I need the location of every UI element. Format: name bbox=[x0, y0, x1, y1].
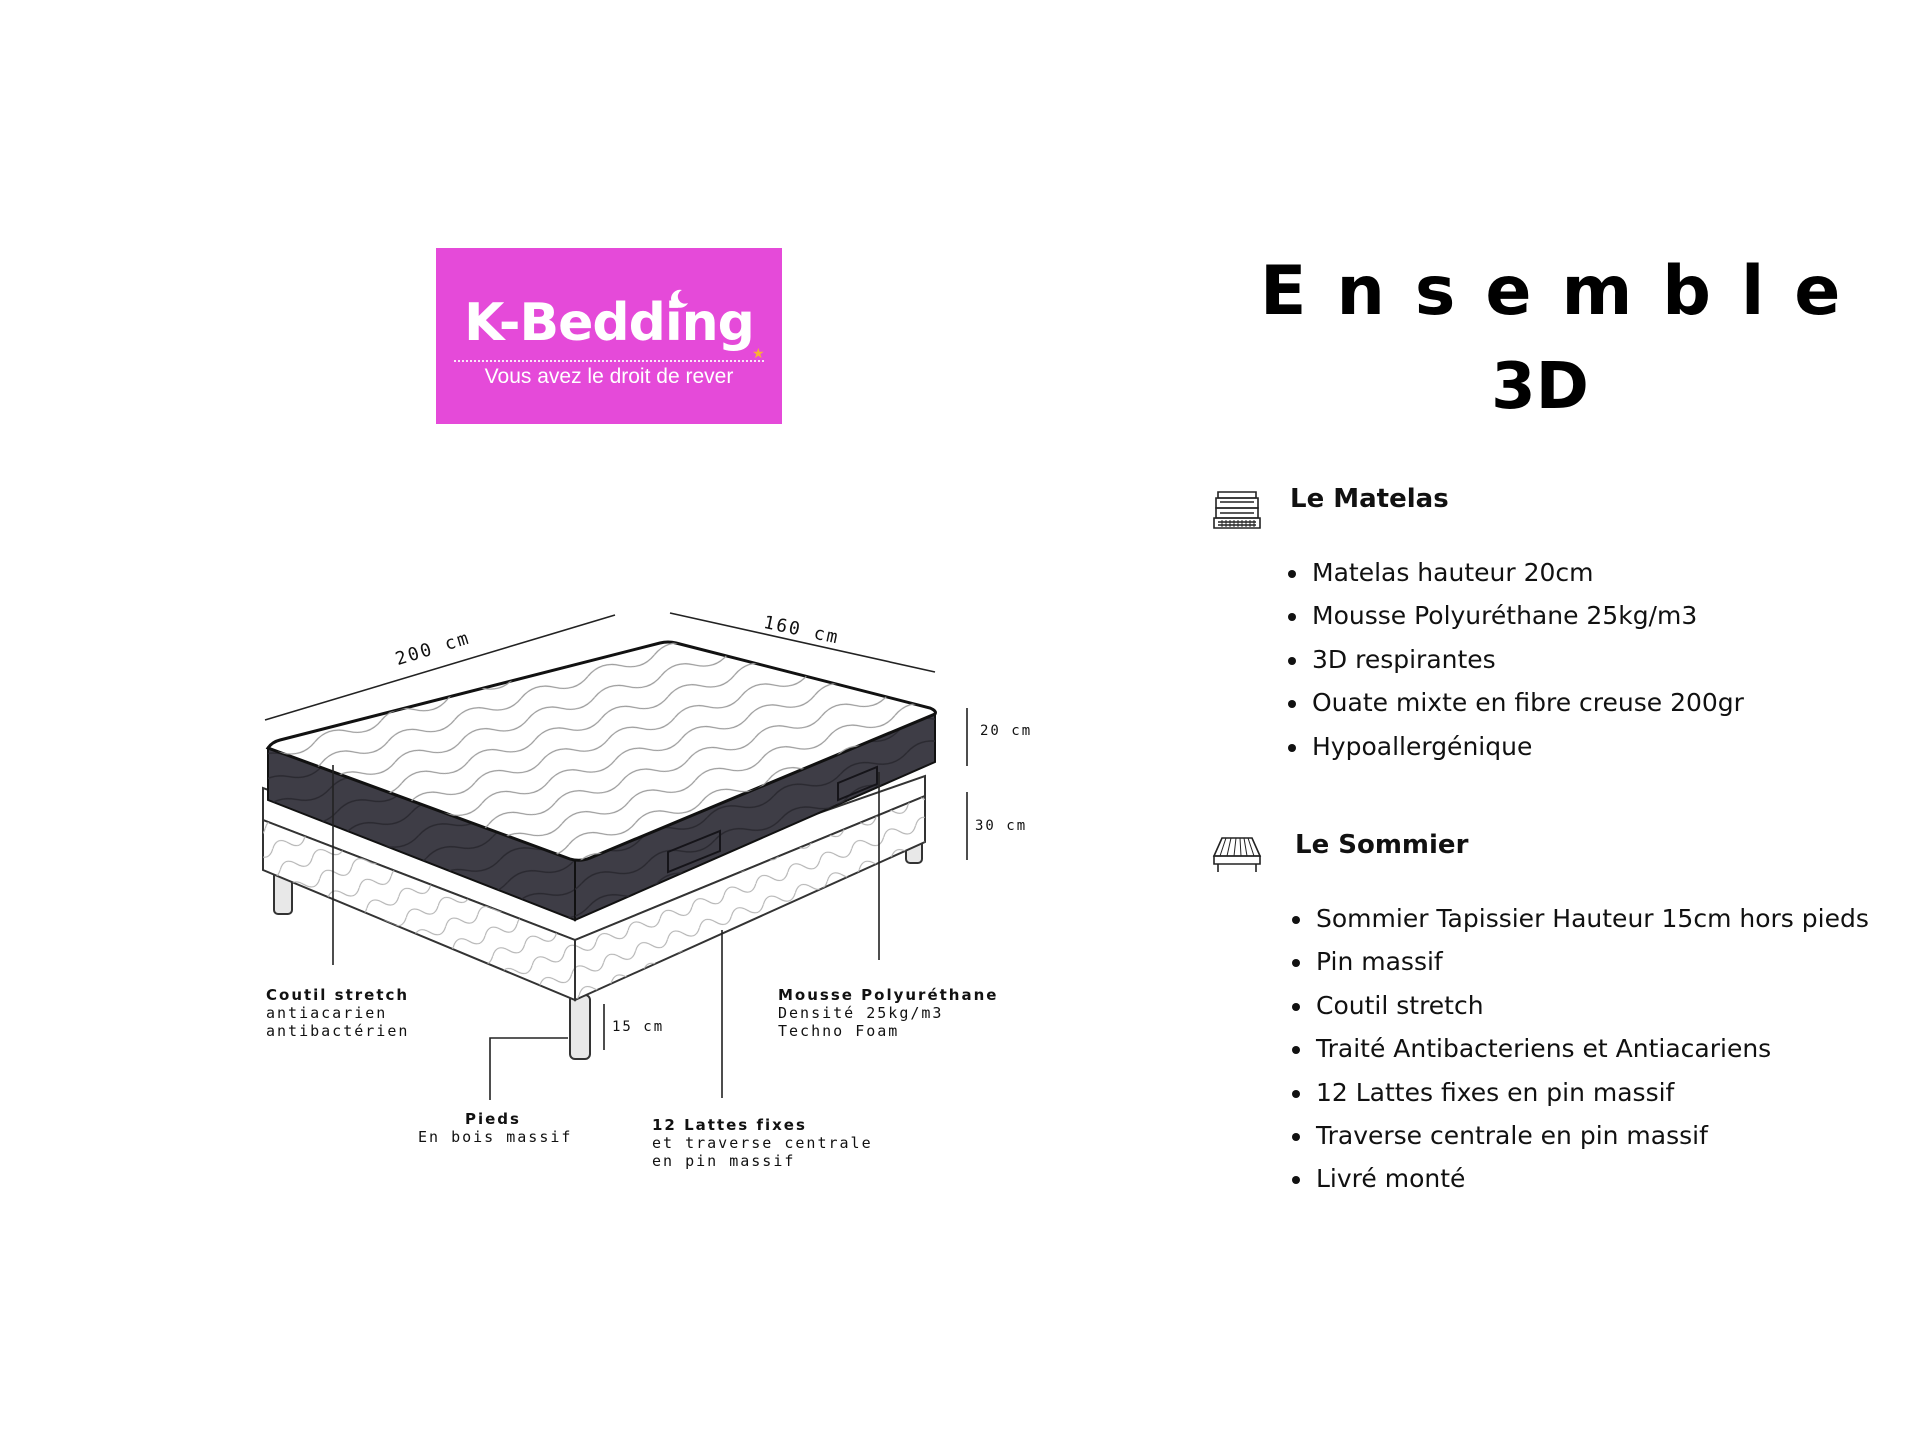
list-item: Livré monté bbox=[1292, 1157, 1869, 1200]
brand-logo: K-Bedding ★ Vous avez le droit de rever bbox=[436, 248, 782, 424]
callout-mousse-title: Mousse Polyuréthane bbox=[778, 986, 999, 1004]
callout-pieds: Pieds En bois massif bbox=[418, 1110, 570, 1146]
mattress-icon bbox=[1213, 491, 1261, 529]
list-item: Traverse centrale en pin massif bbox=[1292, 1114, 1869, 1157]
list-item: Sommier Tapissier Hauteur 15cm hors pied… bbox=[1292, 897, 1869, 940]
moon-icon bbox=[671, 289, 688, 308]
callout-lattes-line2: en pin massif bbox=[652, 1152, 796, 1170]
sommier-section-title: Le Sommier bbox=[1295, 830, 1469, 860]
list-item: Pin massif bbox=[1292, 940, 1869, 983]
list-item: 3D respirantes bbox=[1288, 638, 1744, 681]
list-item: Hypoallergénique bbox=[1288, 725, 1744, 768]
logo-tagline: Vous avez le droit de rever bbox=[484, 365, 734, 388]
bed-base-icon bbox=[1212, 837, 1262, 872]
dimension-lines bbox=[264, 612, 968, 1050]
dim-feet-height: 15 cm bbox=[612, 1019, 665, 1035]
dim-base-height: 30 cm bbox=[975, 818, 1028, 834]
list-item: Coutil stretch bbox=[1292, 984, 1869, 1027]
list-item: Ouate mixte en fibre creuse 200gr bbox=[1288, 681, 1744, 724]
callout-mousse-line2: Techno Foam bbox=[778, 1022, 900, 1040]
dim-mattress-height: 20 cm bbox=[980, 723, 1033, 739]
callout-coutil-title: Coutil stretch bbox=[266, 986, 410, 1004]
callout-lattes-line1: et traverse centrale bbox=[652, 1134, 873, 1152]
sommier-spec-list: Sommier Tapissier Hauteur 15cm hors pied… bbox=[1292, 897, 1869, 1201]
callout-pieds-line1: En bois massif bbox=[418, 1128, 573, 1146]
mattress bbox=[265, 640, 937, 922]
list-item: Mousse Polyuréthane 25kg/m3 bbox=[1288, 594, 1744, 637]
callout-coutil-line2: antibactérien bbox=[266, 1022, 410, 1040]
matelas-section-title: Le Matelas bbox=[1290, 484, 1449, 514]
callout-mousse-line1: Densité 25kg/m3 bbox=[778, 1004, 944, 1022]
list-item: 12 Lattes fixes en pin massif bbox=[1292, 1071, 1869, 1114]
logo-divider bbox=[454, 360, 764, 362]
callout-coutil: Coutil stretch antiacarien antibactérien bbox=[266, 986, 409, 1040]
callout-coutil-line1: antiacarien bbox=[266, 1004, 388, 1022]
callout-lines bbox=[332, 765, 880, 1100]
page-subtitle: 3D bbox=[1491, 350, 1589, 424]
matelas-spec-list: Matelas hauteur 20cm Mousse Polyuréthane… bbox=[1288, 551, 1744, 768]
callout-mousse: Mousse Polyuréthane Densité 25kg/m3 Tech… bbox=[778, 986, 998, 1040]
bed-base bbox=[262, 774, 926, 1002]
callout-pieds-title: Pieds bbox=[465, 1110, 521, 1128]
list-item: Traité Antibacteriens et Antiacariens bbox=[1292, 1027, 1869, 1070]
logo-brand-name: K-Bedding bbox=[464, 293, 755, 353]
list-item: Matelas hauteur 20cm bbox=[1288, 551, 1744, 594]
star-icon: ★ bbox=[752, 346, 765, 362]
callout-lattes-title: 12 Lattes fixes bbox=[652, 1116, 807, 1134]
callout-lattes: 12 Lattes fixes et traverse centrale en … bbox=[652, 1116, 873, 1170]
page-title: Ensemble bbox=[1260, 252, 1871, 331]
